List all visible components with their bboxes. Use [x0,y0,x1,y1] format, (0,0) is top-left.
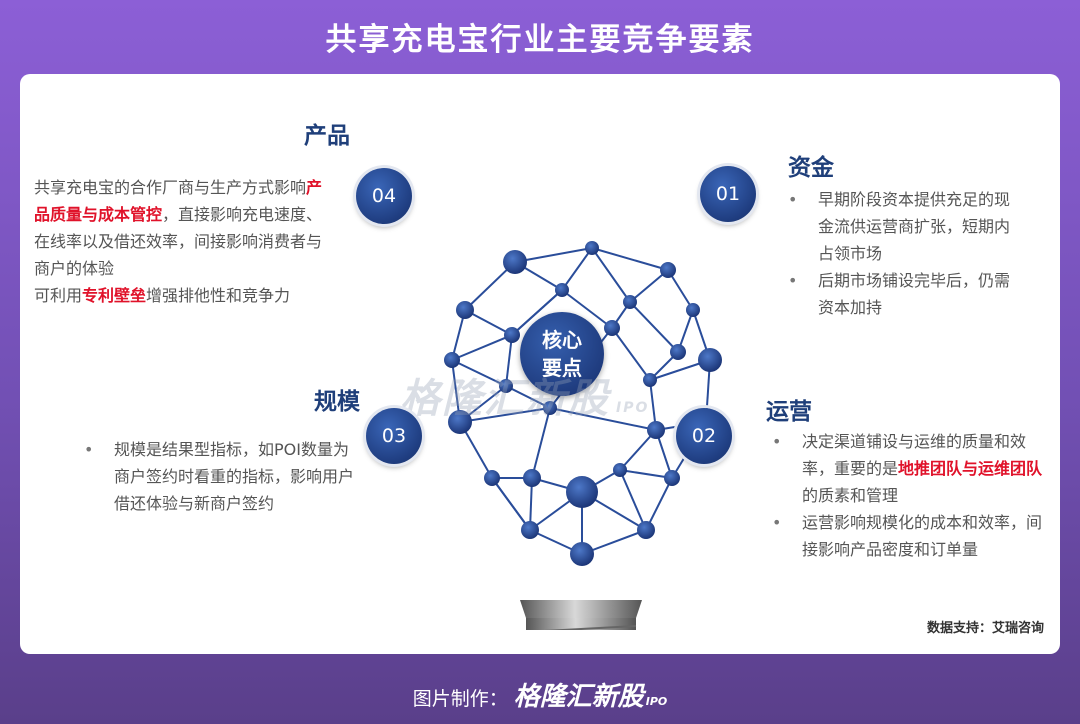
product-text: 共享充电宝的合作厂商与生产方式影响 [34,178,307,197]
scale-number-badge: 03 [366,408,422,464]
scale-description: 规模是结果型指标，如POI数量为商户签约时看重的指标，影响用户借还体验与新商户签… [84,436,356,517]
capital-description: 早期阶段资本提供充足的现金流供运营商扩张，短期内占领市场 后期市场铺设完毕后，仍… [788,186,1014,321]
operation-number-badge: 02 [676,408,732,464]
product-highlight: 专利壁垒 [82,286,147,305]
footer-brand-suffix: IPO [645,695,668,708]
core-points-circle: 核心 要点 [520,312,604,396]
operation-description: 决定渠道铺设与运维的质量和效率，重要的是地推团队与运维团队的质素和管理 运营影响… [772,428,1050,563]
product-highlight: 产品质量与成本管控 [34,178,323,224]
capital-bullet: 早期阶段资本提供充足的现金流供运营商扩张，短期内占领市场 [788,186,1014,267]
product-paragraph-2: 可利用专利壁垒增强排他性和竞争力 [34,282,330,309]
operation-text: 决定渠道铺设与运维的质量和效率，重要的是 [802,432,1027,478]
core-line1: 核心 [542,328,582,352]
operation-bullet: 运营影响规模化的成本和效率，间接影响产品密度和订单量 [772,509,1050,563]
scale-bullet: 规模是结果型指标，如POI数量为商户签约时看重的指标，影响用户借还体验与新商户签… [84,436,356,517]
product-title: 产品 [304,123,350,149]
data-source: 数据支持：艾瑞咨询 [926,621,1044,636]
footer-label: 图片制作： [412,688,508,710]
content-card: 核心 要点 格隆汇新股 IPO 产品 04 共享充电宝的合作厂商与生产方式影响产品… [20,74,1060,654]
product-paragraph-1: 共享充电宝的合作厂商与生产方式影响产品质量与成本管控，直接影响充电速度、在线率以… [34,174,330,282]
capital-title: 资金 [788,155,834,181]
operation-bullet: 决定渠道铺设与运维的质量和效率，重要的是地推团队与运维团队的质素和管理 [772,428,1050,509]
watermark: 格隆汇新股 IPO [400,366,649,424]
operation-title: 运营 [766,399,812,425]
capital-bullet: 后期市场铺设完毕后，仍需资本加持 [788,267,1014,321]
product-text: 可利用 [34,286,83,305]
operation-text: 的质素和管理 [802,486,899,505]
bulb-base [520,600,642,630]
page-title: 共享充电宝行业主要竞争要素 [325,22,755,58]
capital-number-badge: 01 [700,166,756,222]
footer-brand: 格隆汇新股 [513,682,644,712]
operation-highlight: 地推团队与运维团队 [898,459,1043,478]
core-line2: 要点 [542,356,582,380]
product-number-badge: 04 [356,168,412,224]
watermark-text: 格隆汇新股 [400,376,610,422]
lightbulb-network-graphic [444,241,722,630]
scale-title: 规模 [314,389,360,415]
product-description: 共享充电宝的合作厂商与生产方式影响产品质量与成本管控，直接影响充电速度、在线率以… [34,174,330,309]
product-text: ，直接影响充电速度、在线率以及借还效率，间接影响消费者与商户的体验 [34,205,323,278]
product-text: 增强排他性和竞争力 [146,286,291,305]
watermark-suffix: IPO [616,400,650,416]
